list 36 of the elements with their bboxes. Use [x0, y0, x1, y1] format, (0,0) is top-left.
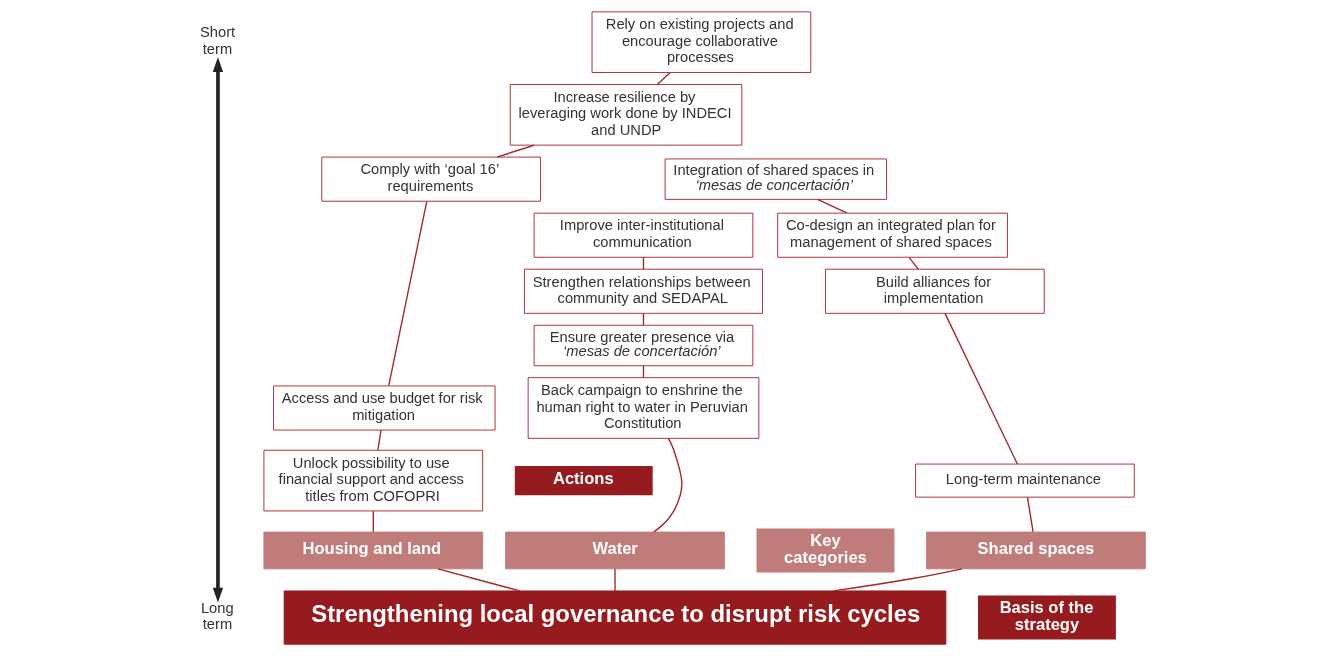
connector [377, 429, 382, 451]
node-box: Strengthen relationships between community and SEDAPAL [524, 268, 763, 314]
node-box: Unlock possibility to use financial support and access titles from COFOPRI [263, 449, 484, 512]
arrow [212, 57, 224, 603]
node-box: Water [505, 531, 725, 570]
node-box: Back campaign to enshrine the human right to water in Peruvian Constitution [527, 377, 760, 439]
node-text: Long term [200, 599, 234, 633]
node-box: Strengthening local governance to disrupt risk cycles [283, 590, 947, 645]
node-box: Access and use budget for risk mitigation [273, 385, 496, 431]
node-box: Co-design an integrated plan for management of shared spaces [777, 212, 1008, 258]
connector [944, 312, 1019, 465]
node-box: Integration of shared spaces in ‘mesas de concertación’ [664, 158, 888, 200]
legend-label: Basis of the strategy [999, 598, 1094, 634]
connector [388, 200, 428, 387]
node-box: Long-term maintenance [915, 463, 1135, 498]
node-box: Improve inter-institutional communication [533, 212, 754, 258]
connector [372, 510, 374, 533]
node-box: Shared spaces [926, 531, 1146, 570]
connector [833, 568, 963, 592]
connector [653, 437, 683, 533]
connector [614, 568, 616, 592]
connector [816, 198, 848, 214]
node-box: Housing and land [263, 531, 484, 570]
connector [496, 144, 535, 158]
node-text: Short term [200, 24, 236, 57]
connector [437, 568, 521, 592]
legend-label: Key categories [784, 531, 867, 567]
node-box: Increase resilience by leveraging work done by INDECI and UNDP [509, 84, 743, 146]
legend-label: Actions [552, 468, 614, 488]
connector [656, 72, 671, 86]
connector [908, 256, 919, 270]
node-box: Build alliances for implementation [825, 268, 1045, 314]
node-box: Ensure greater presence via ‘mesas de concertación’ [533, 324, 754, 367]
node-box: Comply with ‘goal 16’ requirements [321, 156, 541, 202]
connector [1026, 496, 1034, 533]
node-box: Rely on existing projects and encourage collaborative processes [591, 11, 812, 73]
